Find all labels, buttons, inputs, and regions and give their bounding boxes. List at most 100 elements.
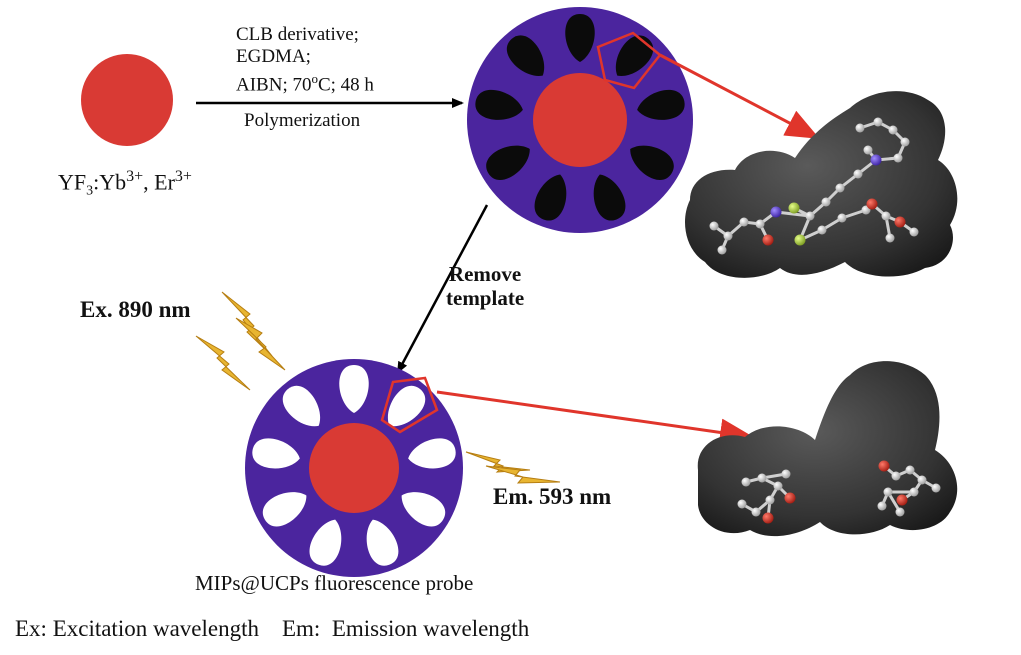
mip-probe (245, 359, 463, 577)
cavity (366, 519, 399, 566)
atom (794, 234, 806, 246)
formula-yb: :Yb (93, 169, 127, 195)
atom (905, 465, 915, 475)
conditions-text: C; 48 h (317, 74, 374, 96)
cavity (262, 492, 307, 527)
reagent-egdma: EGDMA; (236, 46, 311, 67)
formula-sub: 3 (86, 183, 94, 199)
cavity-highlight-box-bottom (380, 376, 439, 434)
atom (917, 475, 927, 485)
atom (817, 225, 827, 235)
cavity (387, 385, 426, 427)
legend-ex: Ex: Excitation wavelength (15, 616, 259, 641)
atom (896, 494, 908, 506)
cavity (408, 438, 456, 469)
atom (762, 234, 774, 246)
atom (855, 123, 865, 133)
atom (737, 499, 747, 509)
polymerization-label: Polymerization (244, 110, 361, 131)
emission-label: Em. 593 nm (493, 484, 612, 509)
template-line: template (446, 286, 525, 310)
atom (751, 507, 761, 517)
empty-cavities (252, 365, 456, 566)
atom (781, 469, 791, 479)
atom (883, 487, 893, 497)
atom (717, 245, 727, 255)
cavity (534, 174, 567, 221)
atom (773, 481, 783, 491)
cavity (252, 438, 300, 469)
atom (877, 501, 887, 511)
atom (762, 512, 774, 524)
cavity (565, 14, 595, 62)
cavity (615, 35, 654, 76)
atom (757, 473, 767, 483)
cavity (637, 90, 685, 120)
atom (870, 154, 882, 166)
bare-nanoparticle (81, 54, 173, 146)
legend-em: Em: Emission wavelength (281, 616, 530, 641)
atom (866, 198, 878, 210)
atom (835, 183, 845, 193)
atom (900, 137, 910, 147)
zoom-arrow-top (659, 53, 820, 140)
reagent-clb: CLB derivative; (236, 24, 359, 45)
probe-label: MIPs@UCPs fluorescence probe (195, 571, 474, 595)
atom (863, 145, 873, 155)
emission-lightning-icon (465, 451, 561, 484)
imprinted-cavity-model (697, 361, 958, 537)
reaction-conditions: CLB derivative; EGDMA; AIBN; 70oC; 48 h (236, 24, 374, 96)
cavity (486, 145, 530, 180)
cavity (309, 519, 342, 566)
atom (784, 492, 796, 504)
cavity (339, 365, 369, 413)
remove-template-arrow (396, 204, 489, 374)
atom (909, 487, 919, 497)
atom (853, 169, 863, 179)
atom (739, 217, 749, 227)
atom (788, 202, 800, 214)
mip-with-template (467, 7, 693, 233)
atom (891, 471, 901, 481)
atom (821, 197, 831, 207)
filled-cavities (475, 14, 685, 221)
nanoparticle-formula: YF3:Yb3+, Er3+ (58, 168, 192, 200)
atom (893, 153, 903, 163)
atom (723, 231, 733, 241)
atom (881, 211, 891, 221)
atom (931, 483, 941, 493)
aibn-text: AIBN; 70 (236, 74, 312, 96)
atom (805, 211, 815, 221)
remove-line: Remove (448, 262, 522, 286)
bond (775, 210, 811, 218)
atom (755, 219, 765, 229)
atom (894, 216, 906, 228)
atom (765, 495, 775, 505)
atom (909, 227, 919, 237)
atom (878, 460, 890, 472)
atom (895, 507, 905, 517)
cavity-highlight-box-top (596, 31, 662, 90)
formula-er-charge: 3+ (174, 168, 192, 185)
zoom-arrow-bottom (436, 390, 754, 447)
atom (709, 221, 719, 231)
cavity (282, 385, 321, 427)
reagent-aibn: AIBN; 70oC; 48 h (236, 68, 374, 96)
remove-template-label: Remove template (446, 262, 524, 310)
excitation-lightning-icon (195, 291, 286, 391)
formula-yb-charge: 3+ (126, 168, 144, 185)
atom (837, 213, 847, 223)
cavity (506, 35, 545, 76)
atom (888, 125, 898, 135)
atom (885, 233, 895, 243)
atom (770, 206, 782, 218)
atom (741, 477, 751, 487)
cavity (475, 90, 523, 120)
cavity (630, 145, 674, 180)
cavity (401, 492, 446, 527)
cavity (593, 174, 626, 221)
formula-base: YF (58, 169, 87, 195)
degree-sup: o (311, 71, 318, 86)
atom (873, 117, 883, 127)
